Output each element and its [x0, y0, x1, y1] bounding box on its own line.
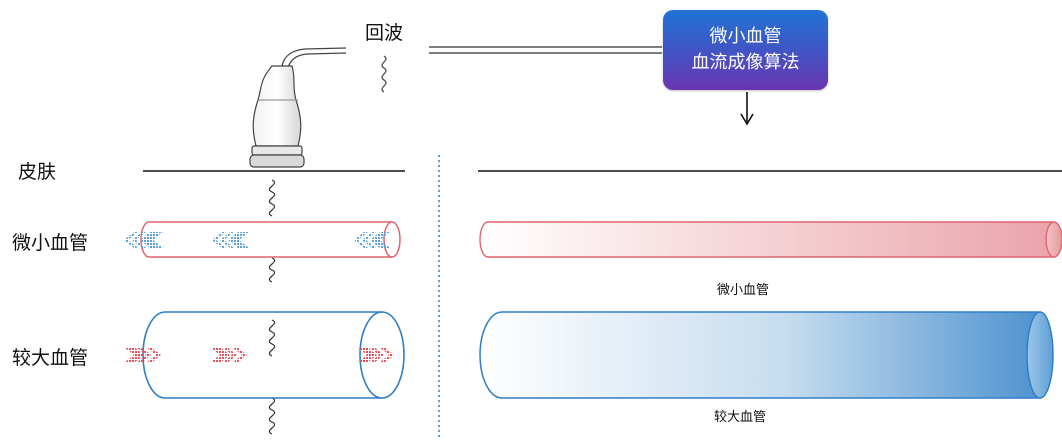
large-vessel-label: 较大血管 — [12, 347, 89, 369]
connector-line — [429, 46, 662, 54]
probe-cable — [281, 47, 347, 69]
algorithm-box: 微小血管 血流成像算法 — [663, 10, 828, 90]
algorithm-box-line1: 微小血管 — [709, 26, 782, 47]
result-large-vessel-label: 较大血管 — [714, 410, 767, 425]
ultrasound-probe-icon — [249, 65, 305, 168]
result-large-vessel — [479, 311, 1054, 399]
flow-arrows-left-icon — [124, 232, 390, 248]
flow-arrows-right-icon — [124, 347, 394, 363]
micro-vessel-label: 微小血管 — [12, 232, 89, 254]
echo-label: 回波 — [365, 22, 404, 44]
down-arrow-icon — [740, 92, 754, 126]
algorithm-box-line2: 血流成像算法 — [691, 52, 800, 73]
large-vessel-tube — [142, 311, 405, 399]
ultrasound-wave-icon — [268, 179, 276, 435]
result-micro-vessel — [479, 221, 1062, 258]
result-micro-vessel-label: 微小血管 — [717, 283, 770, 298]
micro-vessel-tube — [140, 221, 401, 258]
echo-wave-icon — [381, 55, 387, 93]
skin-label: 皮肤 — [18, 161, 57, 183]
